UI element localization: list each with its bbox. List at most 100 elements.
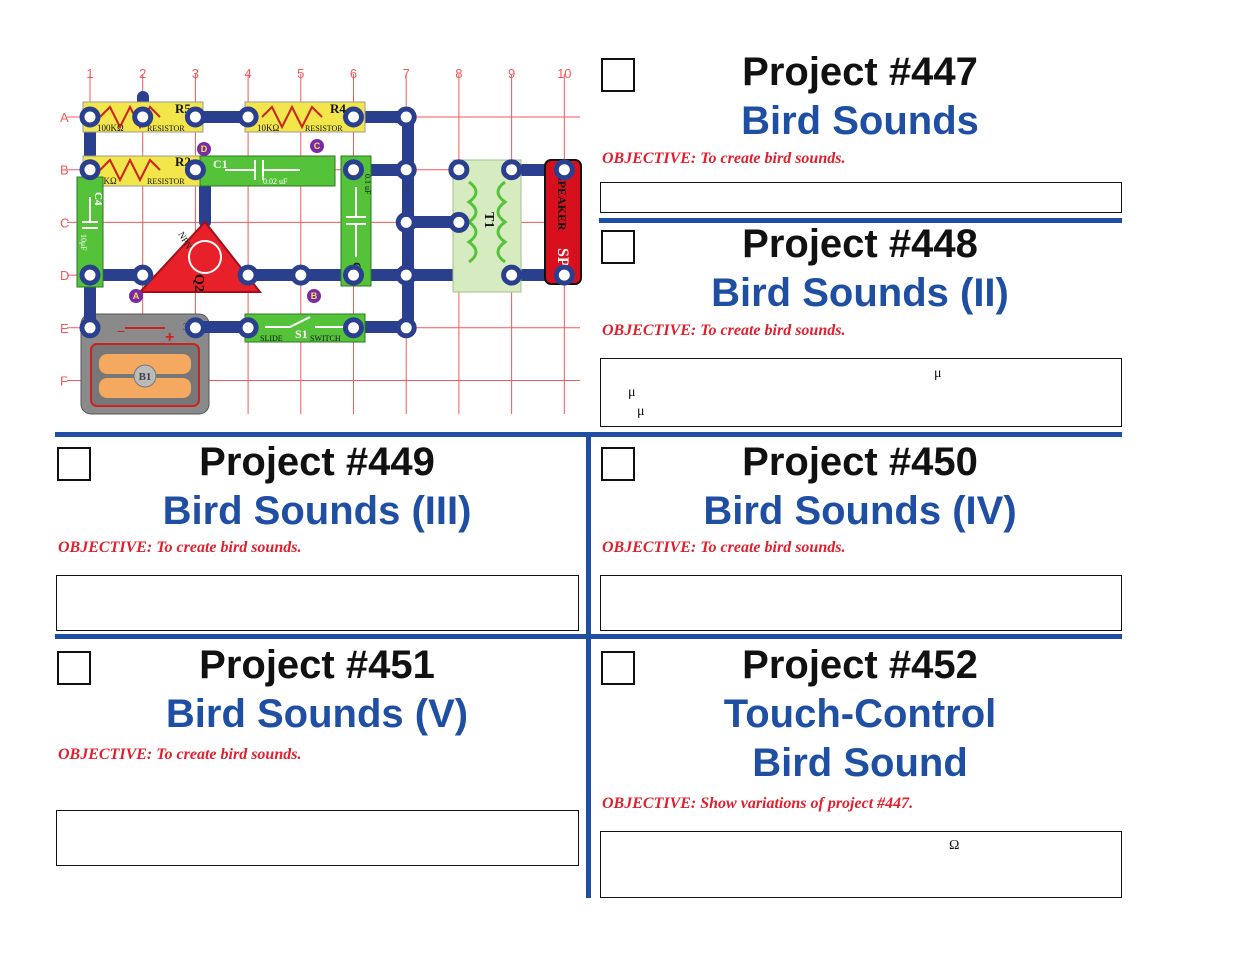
snap-contact (395, 159, 417, 181)
snap-contact (501, 159, 523, 181)
project-450-title: Project #450 (742, 440, 978, 484)
omega-symbol: Ω (949, 838, 960, 853)
r2-type: RESISTOR (147, 177, 185, 186)
project-451-title: Project #451 (199, 643, 435, 687)
column-number: 8 (455, 66, 462, 81)
snap-contact (237, 264, 259, 286)
project-449-checkbox[interactable] (57, 447, 91, 481)
project-450-subtitle: Bird Sounds (IV) (703, 489, 1017, 533)
column-number: 7 (403, 66, 410, 81)
project-447-checkbox[interactable] (601, 58, 635, 92)
column-number: 3 (192, 66, 199, 81)
snap-contact (79, 106, 101, 128)
snap-contact (343, 317, 364, 339)
r4-name: R4 (330, 101, 346, 116)
mu-symbol-1: μ (934, 366, 942, 381)
project-447-objective: OBJECTIVE: To create bird sounds. (602, 150, 846, 167)
q2-name: Q2 (191, 274, 206, 292)
snap-contact (132, 106, 154, 128)
project-452-subtitle-line2: Bird Sound (752, 741, 968, 785)
capacitor-c2: C2 0.1 uF (340, 155, 372, 287)
project-448-subtitle: Bird Sounds (II) (711, 271, 1009, 315)
snap-contact (290, 264, 312, 286)
project-448-title: Project #448 (742, 222, 978, 266)
snap-contact (553, 159, 575, 181)
point-markers: A B C D (129, 139, 324, 303)
project-451-objective: OBJECTIVE: To create bird sounds. (58, 746, 302, 763)
snap-contact (184, 106, 206, 128)
snap-contact (79, 159, 101, 181)
r4-type: RESISTOR (305, 124, 343, 133)
svg-text:−: − (117, 323, 125, 339)
snap-contact (501, 264, 523, 286)
project-449-objective: OBJECTIVE: To create bird sounds. (58, 539, 302, 556)
column-number: 6 (350, 66, 357, 81)
column-number: 9 (508, 66, 515, 81)
snap-contact (237, 317, 259, 339)
snap-contact (184, 159, 206, 181)
project-448-instructions-box: μ μ μ (600, 358, 1122, 427)
project-450-instructions-box (600, 575, 1122, 631)
snap-contact (553, 264, 575, 286)
c4-value: 10μF (79, 234, 88, 251)
project-448-checkbox[interactable] (601, 230, 635, 264)
r5-value: 100KΩ (97, 123, 124, 133)
sp-name: SP (554, 248, 571, 267)
snap-contact (395, 264, 417, 286)
project-449-title: Project #449 (199, 440, 435, 484)
project-447-title: Project #447 (742, 50, 978, 94)
speaker-sp: SPEAKER SP (544, 159, 582, 285)
s1-label-right: SWITCH (310, 334, 341, 343)
project-452-title: Project #452 (742, 643, 978, 687)
snap-contact (395, 211, 417, 233)
row-letter: C (60, 215, 69, 230)
snap-contact (237, 106, 259, 128)
r4-value: 10KΩ (257, 123, 279, 133)
row-letter: E (60, 321, 69, 336)
project-451-checkbox[interactable] (57, 651, 91, 685)
row-letter: F (60, 374, 68, 389)
c2-value: 0.1 uF (363, 174, 372, 195)
marker-b: B (311, 291, 318, 301)
column-number: 4 (244, 66, 251, 81)
column-number: 2 (139, 66, 146, 81)
column-number: 5 (297, 66, 304, 81)
divider-top-right (599, 218, 1122, 223)
battery-b1: B1 − + 3V (80, 313, 210, 415)
marker-c: C (314, 141, 321, 151)
project-449-subtitle: Bird Sounds (III) (162, 489, 472, 533)
snap-contact (395, 317, 417, 339)
project-452-checkbox[interactable] (601, 651, 635, 685)
project-448-objective: OBJECTIVE: To create bird sounds. (602, 322, 846, 339)
column-number: 10 (557, 66, 571, 81)
project-450-objective: OBJECTIVE: To create bird sounds. (602, 539, 846, 556)
snap-contacts (79, 106, 575, 339)
slide-switch-s1: S1 SLIDE SWITCH (244, 313, 366, 343)
snap-contact (79, 317, 101, 339)
row-letter: B (60, 163, 69, 178)
project-447-subtitle: Bird Sounds (741, 99, 979, 143)
b1-name: B1 (139, 371, 152, 383)
snap-contact (132, 264, 154, 286)
snap-contact (79, 264, 101, 286)
row-letter: D (60, 268, 69, 283)
project-452-objective: OBJECTIVE: Show variations of project #4… (602, 795, 914, 812)
project-451-instructions-box (56, 810, 579, 866)
snap-contact (448, 159, 470, 181)
project-450-checkbox[interactable] (601, 447, 635, 481)
r2-value: 1KΩ (99, 176, 117, 186)
c1-name: C1 (213, 157, 228, 171)
snap-contact (343, 159, 364, 181)
c4-name: C4 (92, 192, 104, 206)
project-449-instructions-box (56, 575, 579, 631)
snap-contact (448, 211, 470, 233)
mu-symbol-3: μ (637, 404, 645, 419)
snap-contact (184, 317, 206, 339)
c1-value: 0.02 uF (263, 177, 288, 186)
snap-contact (343, 264, 364, 286)
t1-name: T1 (481, 212, 496, 228)
project-451-subtitle: Bird Sounds (V) (165, 692, 469, 736)
snap-contact (395, 106, 417, 128)
